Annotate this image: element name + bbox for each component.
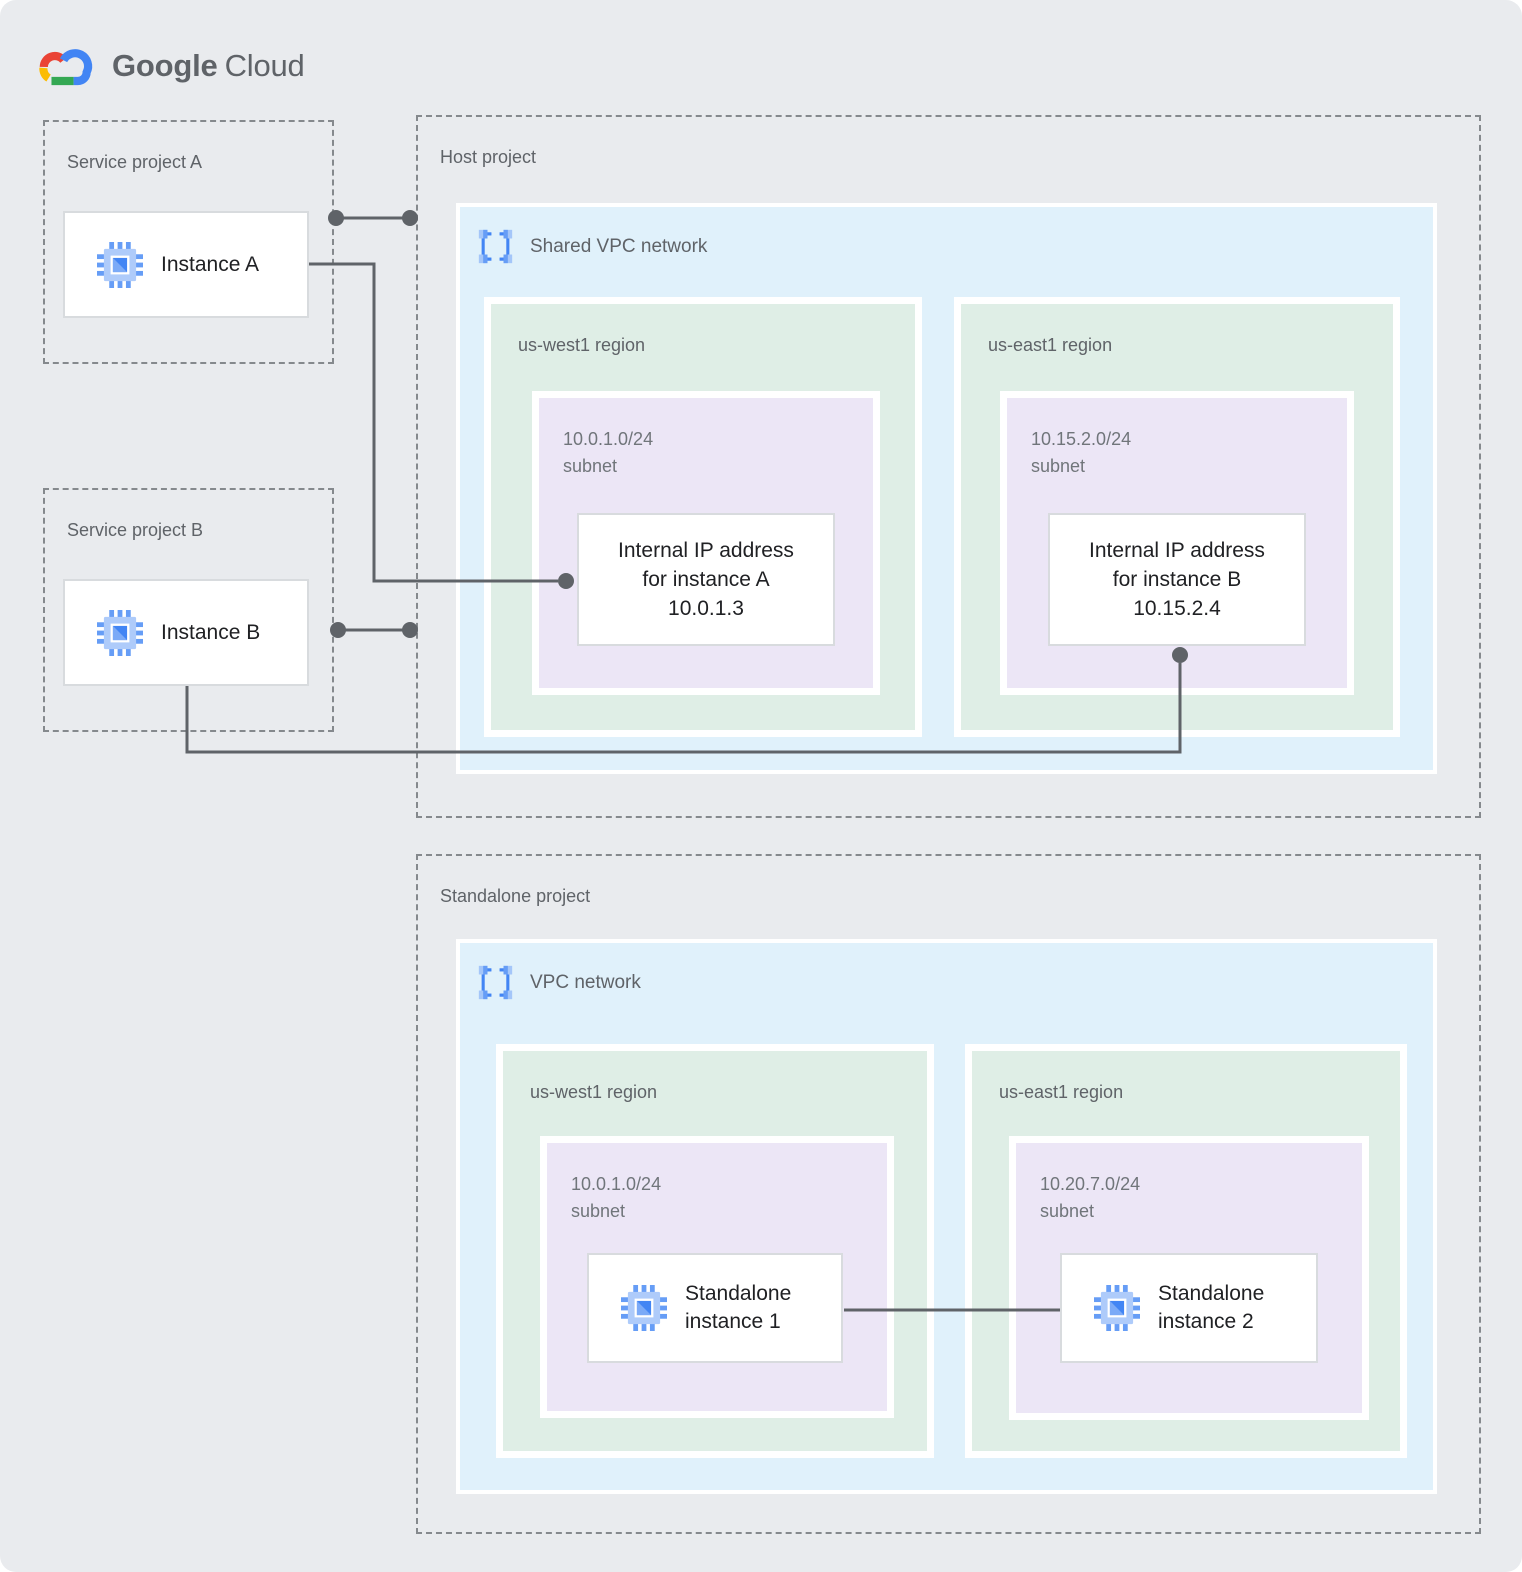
vpc-network-icon bbox=[478, 965, 513, 1000]
subnet-word: subnet bbox=[1031, 456, 1086, 476]
ip-b-line2: for instance B bbox=[1112, 568, 1242, 591]
compute-engine-icon bbox=[621, 1285, 667, 1331]
ip-a-line1: Internal IP address bbox=[618, 539, 794, 562]
service-project-a-title: Service project A bbox=[67, 152, 203, 172]
compute-engine-icon bbox=[97, 241, 143, 288]
standalone-instance-2-card: Standalone instance 2 bbox=[1060, 1253, 1318, 1363]
subnet-cidr: 10.0.1.0/24 bbox=[571, 1174, 662, 1194]
standalone-instance-1-label: Standalone instance 1 bbox=[685, 1280, 791, 1336]
standalone-us-west1-region-title: us-west1 region bbox=[530, 1082, 658, 1102]
vpc-network-label: VPC network bbox=[530, 971, 641, 993]
standalone-project-box: Standalone project bbox=[416, 854, 1481, 1534]
standalone-project-title: Standalone project bbox=[440, 886, 591, 906]
vpc-network-header: VPC network bbox=[477, 964, 641, 1001]
standalone-instance-1-line1: Standalone bbox=[685, 1282, 792, 1305]
standalone-instance-1-card: Standalone instance 1 bbox=[587, 1253, 843, 1363]
ip-a-line3: 10.0.1.3 bbox=[668, 597, 744, 620]
instance-a-label: Instance A bbox=[161, 252, 260, 276]
standalone-instance-2-line2: instance 2 bbox=[1158, 1310, 1254, 1333]
subnet-cidr: 10.20.7.0/24 bbox=[1040, 1174, 1141, 1194]
logo-word-google: Google bbox=[112, 48, 218, 83]
compute-engine-icon bbox=[97, 609, 143, 656]
google-cloud-icon bbox=[39, 49, 93, 86]
ip-b-line3: 10.15.2.4 bbox=[1133, 597, 1221, 620]
host-us-east1-subnet-title: 10.15.2.0/24 subnet bbox=[1031, 426, 1131, 480]
subnet-word: subnet bbox=[563, 456, 618, 476]
service-project-b-title: Service project B bbox=[67, 520, 204, 540]
host-us-west1-region-title: us-west1 region bbox=[518, 335, 646, 355]
subnet-word: subnet bbox=[571, 1201, 626, 1221]
instance-b-label: Instance B bbox=[161, 620, 261, 644]
standalone-instance-2-line1: Standalone bbox=[1158, 1282, 1265, 1305]
logo-word-cloud: Cloud bbox=[224, 48, 305, 83]
standalone-instance-2-label: Standalone instance 2 bbox=[1158, 1280, 1264, 1336]
host-project-title: Host project bbox=[440, 147, 537, 167]
subnet-cidr: 10.15.2.0/24 bbox=[1031, 429, 1132, 449]
internal-ip-instance-a-card: Internal IP address for instance A 10.0.… bbox=[577, 513, 835, 646]
ip-b-line1: Internal IP address bbox=[1089, 539, 1265, 562]
host-us-west1-subnet-title: 10.0.1.0/24 subnet bbox=[563, 426, 653, 480]
standalone-us-west1-subnet-title: 10.0.1.0/24 subnet bbox=[571, 1171, 661, 1225]
standalone-us-east1-region-title: us-east1 region bbox=[999, 1082, 1124, 1102]
instance-b-card: Instance B bbox=[63, 579, 309, 686]
internal-ip-instance-b-card: Internal IP address for instance B 10.15… bbox=[1048, 513, 1306, 646]
vpc-network-icon bbox=[478, 229, 513, 264]
standalone-us-east1-subnet-title: 10.20.7.0/24 subnet bbox=[1040, 1171, 1140, 1225]
compute-engine-icon bbox=[1094, 1285, 1140, 1331]
standalone-instance-1-line2: instance 1 bbox=[685, 1310, 781, 1333]
ip-a-line2: for instance A bbox=[642, 568, 770, 591]
subnet-cidr: 10.0.1.0/24 bbox=[563, 429, 654, 449]
shared-vpc-network-label: Shared VPC network bbox=[530, 235, 708, 257]
subnet-word: subnet bbox=[1040, 1201, 1095, 1221]
instance-a-card: Instance A bbox=[63, 211, 309, 318]
shared-vpc-network-header: Shared VPC network bbox=[477, 228, 707, 265]
host-us-east1-region-title: us-east1 region bbox=[988, 335, 1113, 355]
service-project-a-box: Service project A bbox=[43, 120, 334, 364]
